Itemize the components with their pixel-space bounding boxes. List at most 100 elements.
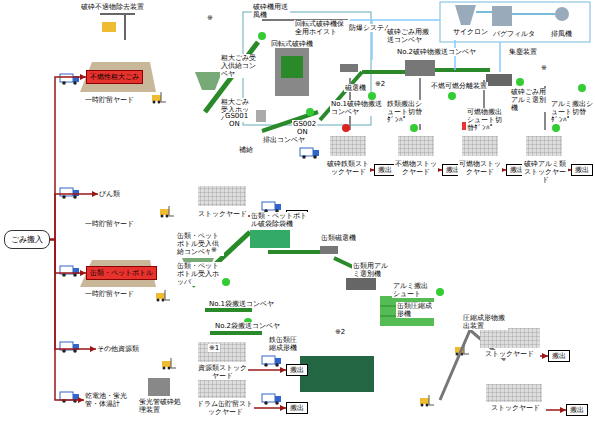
crusher-line (435, 68, 490, 72)
dust-collector (350, 2, 590, 72)
part-label: 蛍光管破砕処理装置 (138, 398, 188, 414)
node-text: 搬出 (378, 166, 392, 174)
status-lamps (258, 32, 266, 40)
part-label: サイクロン (452, 28, 489, 36)
storage-buildings (480, 328, 540, 348)
part-label: 鉄缶類圧縮成形機 (268, 336, 304, 352)
part-label: ※2 (374, 80, 386, 88)
status-lamps (578, 84, 586, 92)
part-label: 缶類用アルミ選別機 (352, 262, 394, 278)
stockyard-label-box: ストックヤード (484, 404, 546, 412)
storage-buildings (148, 136, 562, 402)
status-lamps (222, 32, 586, 352)
part-label: GS002 (292, 120, 317, 128)
part-label: ※1 (208, 344, 220, 352)
stockyard-label-box: ストックヤード (196, 210, 248, 218)
node-text: びん類 (99, 190, 120, 198)
storage-buildings (398, 136, 434, 156)
waste-pile-box: 缶類・ペットボトル (86, 266, 157, 280)
part-label: No.2破砕物搬送コンベヤ (396, 48, 477, 56)
part-label: 缶類磁選機 (320, 234, 357, 242)
storage-buildings (486, 384, 542, 402)
dust-collector (476, 12, 555, 14)
output-box: 搬出 (286, 402, 308, 414)
rubble-piles (80, 260, 156, 287)
waste-pile-box: 不燃性粗大ごみ (86, 70, 143, 84)
part-label: 破砕不適物除去装置 (80, 3, 145, 11)
status-lamps (222, 278, 230, 286)
stockyard-label-box: 破砕アルミ類ストックヤード (522, 160, 568, 184)
can-line (300, 356, 374, 392)
output-box: 搬出 (374, 164, 396, 176)
waste-type-box: びん類 (98, 190, 121, 198)
storage-buildings (198, 186, 246, 206)
trucks (60, 392, 79, 403)
storage-buildings (198, 380, 246, 398)
node-text: 乾電池・蛍光管・体温計 (85, 392, 129, 408)
status-lamps (516, 78, 524, 86)
part-label: 破砕ごみ用搬送コンベヤ (386, 28, 432, 44)
part-label: 補給 (238, 146, 254, 154)
flow-connector (248, 369, 286, 371)
node-text: 破砕アルミ類ストックヤード (523, 160, 567, 184)
forklifts (156, 290, 170, 302)
part-label: 破砕ごみ用アルミ選別機 (510, 88, 550, 112)
part-label: GS001 (224, 112, 249, 120)
trucks (60, 342, 79, 353)
node-text: その他資源類 (97, 345, 139, 353)
node-text: ドラム缶貯留ストックヤード (197, 400, 253, 416)
part-label: 缶類圧縮成形機 (396, 302, 438, 318)
part-label: ※ (206, 14, 214, 22)
node-text: 破砕鉄類ストックヤード (327, 160, 369, 176)
can-line (182, 230, 505, 400)
stockyard-label-box: 可燃物ストックヤード (458, 160, 502, 176)
part-label: 磁選機 (344, 84, 367, 92)
part-label: 一時貯留ヤード (84, 96, 135, 104)
part-label: 粗大ごみ受入供給コンベヤ (220, 54, 258, 78)
crusher-line (340, 64, 358, 72)
dust-collector (455, 5, 476, 25)
status-lamps (368, 92, 376, 100)
stockyard-label-box: 破砕鉄類ストックヤード (326, 160, 370, 176)
can-line (320, 246, 338, 254)
node-text: 搬出 (290, 404, 304, 412)
part-label: 回転式破砕機 (270, 40, 314, 48)
storage-buildings (148, 378, 170, 396)
dust-collector (440, 2, 590, 42)
node-text: 不燃物ストックヤード (395, 160, 437, 176)
part-label: バグフィルタ (492, 30, 536, 38)
status-lamps (436, 288, 444, 296)
node-text: 缶類・ペットボトル (90, 269, 153, 277)
part-label: No.2袋搬送コンベヤ (214, 322, 281, 330)
rubble-piles (80, 62, 156, 92)
part-label: 排風機 (550, 30, 573, 38)
part-label: ON (296, 128, 309, 136)
part-label: 缶類・ペットボトル受入ホッパ (176, 262, 222, 286)
forklifts (160, 206, 174, 218)
node-text: ストックヤード (479, 350, 539, 358)
part-label: 缶類・ペットボトル破袋除袋機 (250, 212, 310, 228)
output-box: 搬出 (548, 350, 570, 362)
removal-crane (102, 22, 116, 32)
trucks (60, 74, 79, 85)
crusher-line (405, 60, 435, 76)
output-box: 搬出 (566, 404, 588, 416)
crusher-line (281, 56, 303, 78)
dust-collector (555, 7, 569, 21)
node-text: ごみ搬入 (11, 235, 43, 244)
crusher-line (195, 72, 222, 90)
trucks (300, 148, 319, 159)
removal-crane (100, 14, 135, 40)
forklifts (152, 92, 469, 407)
node-text: ストックヤード (197, 210, 247, 218)
node-text: 搬出 (570, 406, 584, 414)
flow-connector (540, 355, 548, 357)
part-label: 鉄類搬出シュート切替ﾀﾞﾝﾊﾟ (386, 100, 428, 124)
part-label: No.1破砕物搬送コンベヤ (330, 100, 388, 116)
rubble-piles (80, 62, 156, 287)
crusher-line (362, 70, 410, 74)
trucks (60, 266, 79, 277)
part-label: ※ (540, 64, 548, 72)
can-line (250, 230, 290, 248)
